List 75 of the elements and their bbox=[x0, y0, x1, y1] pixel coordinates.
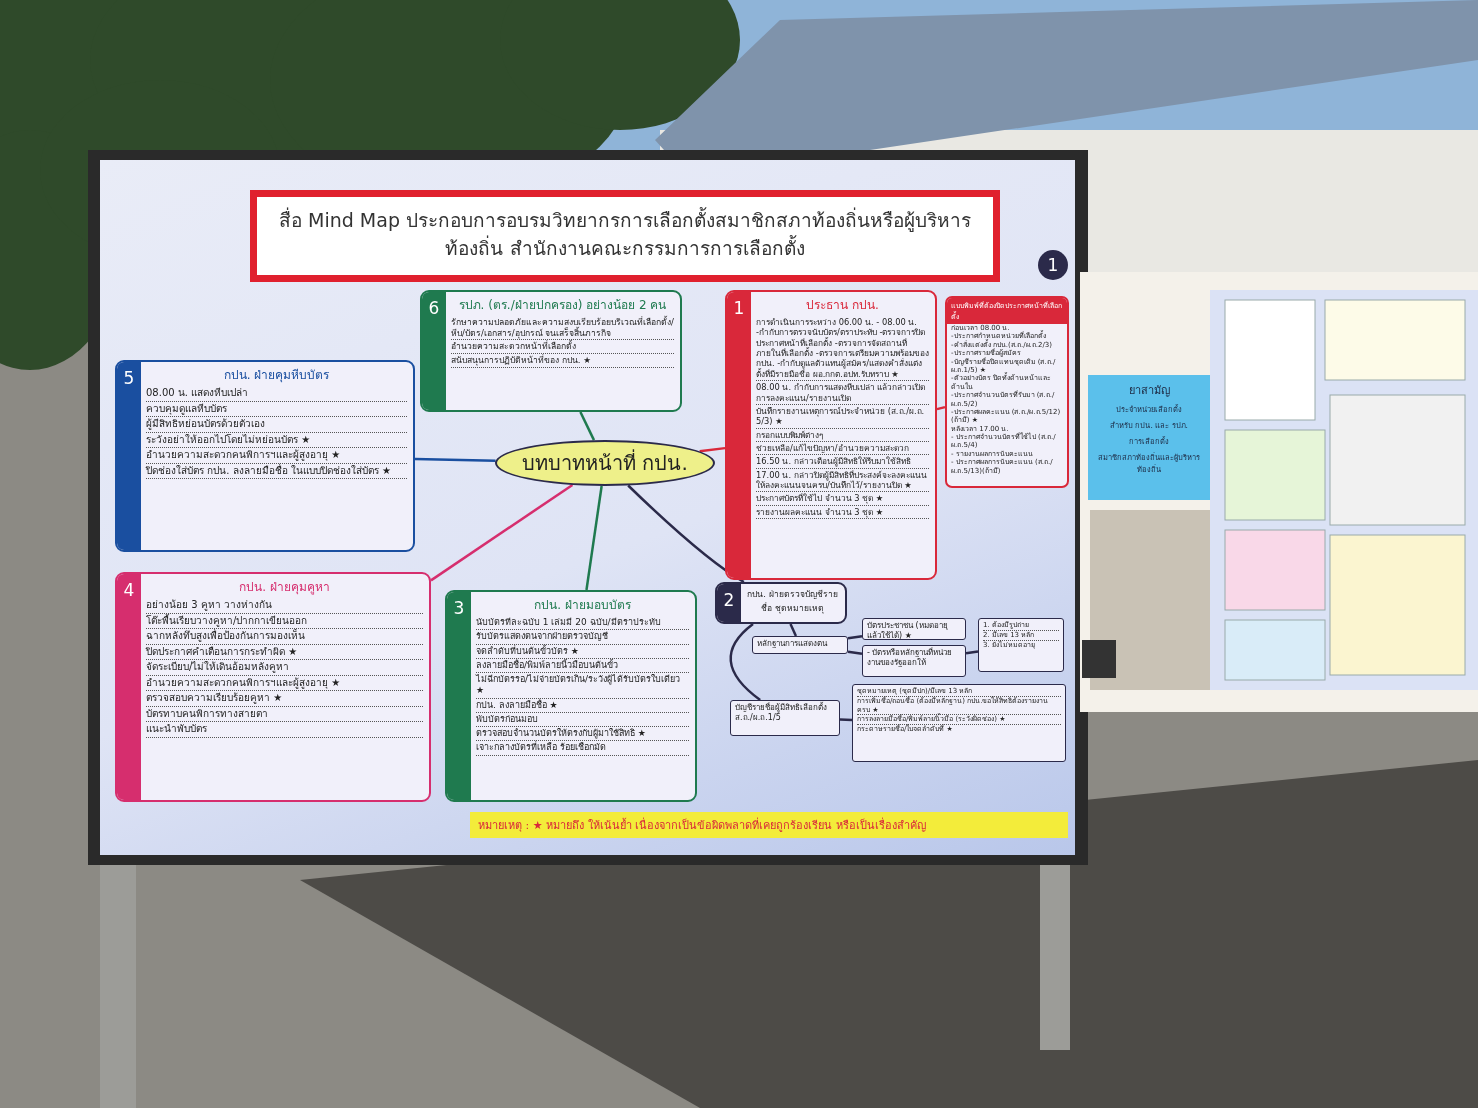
info-panel bbox=[945, 296, 1069, 488]
list-item: ไม่ฉีกบัตรรอ/ไม่จ่ายบัตรเกิน/ระวังผู้ได้รับบัตรใบเดียว ★ bbox=[476, 673, 689, 699]
connector-line bbox=[936, 405, 946, 411]
list-item: สนับสนุนการปฏิบัติหน้าที่ของ กปน. ★ bbox=[451, 354, 674, 368]
text-box: - บัตรหรือหลักฐานที่หน่วยงานของรัฐออกให้ bbox=[862, 645, 966, 677]
poster-text: ยาสามัญ bbox=[1127, 383, 1171, 399]
connector-line bbox=[839, 718, 853, 722]
list-item: รักษาความปลอดภัยและความสงบเรียบร้อยบริเวณที่เลือกตั้ง/หีบ/บัตร/เอกสาร/อุปกรณ์ จนเสร็จสิ้นภารกิจ bbox=[451, 316, 674, 341]
mind-map-box bbox=[115, 360, 415, 552]
list-item: อำนวยความสะดวกหน้าที่เลือกตั้ง bbox=[451, 340, 674, 355]
list-item: ระวังอย่าให้ออกไปโดยไม่หย่อนบัตร ★ bbox=[146, 432, 407, 448]
list-item: ลงลายมือชื่อ/พิมพ์ลายนิ้วมือบนต้นขั้ว bbox=[476, 658, 689, 673]
number-tab: 4 bbox=[117, 574, 141, 800]
number-tab: 3 bbox=[447, 592, 471, 800]
number-tab: 1 bbox=[727, 292, 751, 578]
connector-line bbox=[414, 457, 496, 462]
mind-map-box bbox=[115, 572, 431, 802]
list-item: ปิดประกาศคำเตือนการกระทำผิด ★ bbox=[146, 644, 423, 660]
connector-line bbox=[847, 635, 863, 640]
list-item: เจาะกลางบัตรที่เหลือ ร้อยเชือกมัด bbox=[476, 741, 689, 756]
connector-line bbox=[585, 485, 603, 591]
connector-line bbox=[579, 411, 596, 441]
mind-map-box bbox=[420, 290, 682, 412]
box-heading: กปน. ฝ่ายคุมคูหา bbox=[238, 579, 331, 596]
list-item: ช่วยเหลือ/แก้ไขปัญหา/อำนวยความสะดวก bbox=[756, 441, 929, 456]
number-tab: 5 bbox=[117, 362, 141, 550]
mind-map-box bbox=[445, 590, 697, 802]
box-heading: กปน. ฝ่ายมอบบัตร bbox=[533, 597, 632, 614]
list-item: บัตรทาบคนพิการทางสายตา bbox=[146, 706, 423, 722]
note-banner: หมายเหตุ : ★ หมายถึง ให้เน้นย้ำ เนื่องจากเป็นข้อผิดพลาดที่เคยถูกร้องเรียน หรือเป็นเรื่องสำคัญ bbox=[470, 812, 1068, 838]
list-item: รายงานผลคะแนน จำนวน 3 ชุด ★ bbox=[756, 505, 929, 520]
list-item: อย่างน้อย 3 คูหา วางห่างกัน bbox=[146, 598, 423, 614]
list-item: 08.00 น. แสดงหีบเปล่า bbox=[146, 386, 407, 402]
mind-map-box bbox=[715, 582, 847, 624]
connector-line bbox=[847, 650, 863, 655]
number-tab: 2 bbox=[717, 584, 741, 622]
connector-line bbox=[699, 446, 726, 453]
list-box bbox=[852, 684, 1066, 762]
box-heading: กปน. ฝ่ายตรวจบัญชีรายชื่อ ชุดหมายเหตุ bbox=[746, 588, 839, 615]
list-item: แนะนำพับบัตร bbox=[146, 722, 423, 738]
connector-line bbox=[965, 650, 979, 655]
list-item: ปิดช่องใส่บัตร กปน. ลงลายมือชื่อ ในแบบปิดช่องใส่บัตร ★ bbox=[146, 463, 407, 479]
list-item: ควบคุมดูแลหีบบัตร bbox=[146, 401, 407, 417]
list-item: 08.00 น. กำกับการแสดงหีบเปล่า แล้วกล่าวเปิดการลงคะแนน/รายงานเปิด bbox=[756, 381, 929, 405]
list-item: อำนวยความสะดวกคนพิการฯและผู้สูงอายุ ★ bbox=[146, 448, 407, 464]
list-item: ประกาศบัตรที่ใช้ไป จำนวน 3 ชุด ★ bbox=[756, 492, 929, 506]
list-item: กปน. ลงลายมือชื่อ ★ bbox=[476, 698, 689, 713]
list-item: ตรวจสอบจำนวนบัตรให้ตรงกับผู้มาใช้สิทธิ ★ bbox=[476, 727, 689, 742]
list-item: ผู้มีสิทธิหย่อนบัตรด้วยตัวเอง bbox=[146, 417, 407, 433]
list-item: ฉากหลังทึบสูงเพื่อป้องกันการมองเห็น bbox=[146, 629, 423, 645]
list-item: กรอกแบบพิมพ์ต่างๆ bbox=[756, 428, 929, 442]
mind-map-box bbox=[725, 290, 937, 580]
connector-line bbox=[789, 623, 798, 637]
list-item: พับบัตรก่อนมอบ bbox=[476, 712, 689, 727]
list-item: 16.50 น. กล่าวเตือนผู้มีสิทธิให้รีบมาใช้สิทธิ bbox=[756, 455, 929, 469]
list-item: 17.00 น. กล่าวปิดผู้มีสิทธิที่ประสงค์จะลงคะแนนให้ลงคะแนนจนครบ/บันทึกไว้/รายงานปิด ★ bbox=[756, 468, 929, 493]
box-heading: กปน. ฝ่ายคุมหีบบัตร bbox=[222, 367, 331, 384]
connector-line bbox=[430, 483, 574, 582]
text-box: บัญชีรายชื่อผู้มีสิทธิเลือกตั้ง ส.ถ./ผ.ถ.1/5 bbox=[730, 700, 840, 736]
title-banner: สื่อ Mind Map ประกอบการอบรมวิทยากรการเลือกตั้งสมาชิกสภาท้องถิ่นหรือผู้บริหารท้องถิ่น สำนักงานคณะกรรมการการเลือกตั้ง bbox=[250, 190, 1000, 282]
list-item: นับบัตรทีละฉบับ 1 เล่มมี 20 ฉบับ/มีตราประทับ bbox=[476, 616, 689, 631]
number-tab: 6 bbox=[422, 292, 446, 410]
list-item: รับบัตรแสดงตนจากฝ่ายตรวจบัญชี bbox=[476, 630, 689, 645]
text-box: หลักฐานการแสดงตน bbox=[752, 636, 848, 654]
box-heading: ประธาน กปน. bbox=[805, 297, 880, 314]
list-item: จัดระเบียบ/ไม่ให้เดินอ้อมหลังคูหา bbox=[146, 660, 423, 676]
list-item: โต๊ะพื้นเรียบวางคูหา/ปากกาเขียนออก bbox=[146, 613, 423, 629]
list-item: อำนวยความสะดวกคนพิการฯและผู้สูงอายุ ★ bbox=[146, 675, 423, 691]
list-item: จดลำดับที่บนต้นขั้วบัตร ★ bbox=[476, 644, 689, 659]
list-box bbox=[978, 618, 1064, 672]
list-item: การดำเนินการระหว่าง 06.00 น. - 08.00 น. -กำกับการตรวจนับบัตร/ตราประทับ -ตรวจการปิดประกาศหน้าที่เลือกตั้ง -ตรวจการจัดสถานที่ภายในที่เลือกตั้ง -ตรวจการเตรียมความพร้อมของ กปน. -กำกับดูแลตัวแทนผู้สมัคร/แสดงคำสั่งแต่งตั้งที่มีรายมือชื่อ ผอ.กกต.อปท.รับทราบ ★ bbox=[756, 316, 929, 382]
text-box: บัตรประชาชน (หมดอายุแล้วใช้ได้) ★ bbox=[862, 618, 966, 640]
list-item: ตรวจสอบความเรียบร้อยคูหา ★ bbox=[146, 691, 423, 707]
list-item: บันทึกรายงานเหตุการณ์ประจำหน่วย (ส.ถ./ผ.ถ. 5/3) ★ bbox=[756, 404, 929, 429]
box-heading: รปภ. (ตร./ฝ่ายปกครอง) อย่างน้อย 2 คน bbox=[457, 297, 668, 314]
